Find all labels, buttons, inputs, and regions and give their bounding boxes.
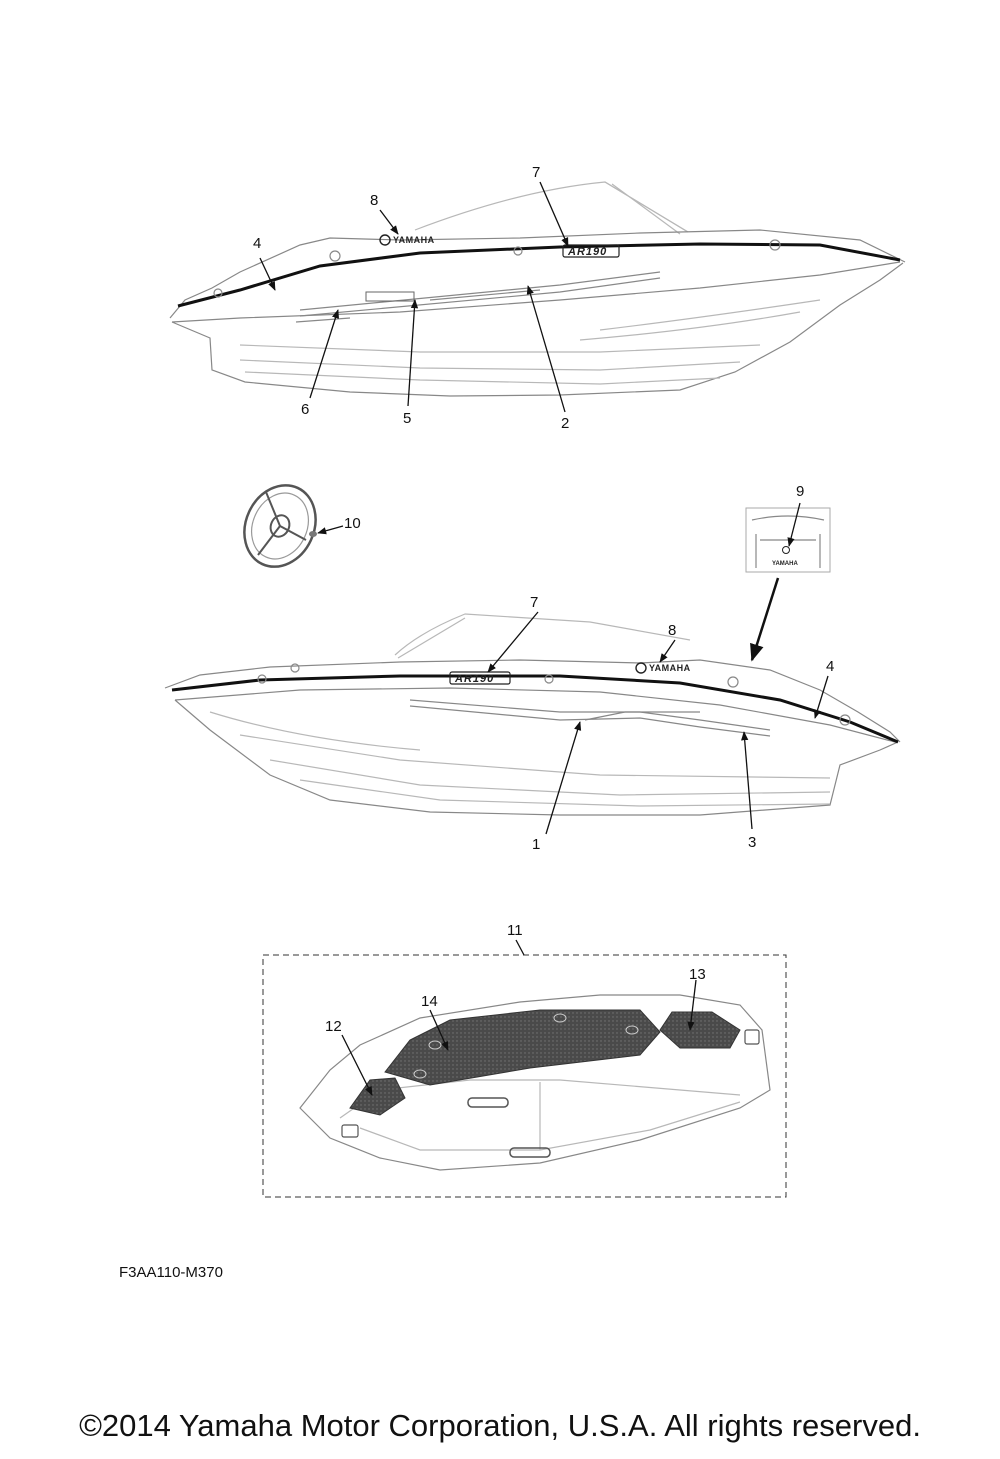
yamaha-decal-text-top: YAMAHA bbox=[393, 235, 435, 245]
callout-7-top: 7 bbox=[532, 164, 540, 181]
callout-12: 12 bbox=[325, 1018, 342, 1035]
inset-detail: YAMAHA bbox=[745, 507, 831, 573]
callout-5: 5 bbox=[403, 410, 411, 427]
steering-wheel bbox=[243, 484, 317, 568]
boat-bottom-view: AR190 YAMAHA bbox=[164, 613, 901, 816]
callout-10: 10 bbox=[344, 515, 361, 532]
mat-kit-boundary bbox=[262, 954, 787, 1198]
callout-8-top: 8 bbox=[370, 192, 378, 209]
callout-9: 9 bbox=[796, 483, 804, 500]
bottom-leaders bbox=[487, 611, 829, 835]
callout-13: 13 bbox=[689, 966, 706, 983]
callout-3: 3 bbox=[748, 834, 756, 851]
copyright-notice: ©2014 Yamaha Motor Corporation, U.S.A. A… bbox=[79, 1408, 921, 1443]
yamaha-decal-text-bottom: YAMAHA bbox=[649, 663, 691, 673]
callout-8-bottom: 8 bbox=[668, 622, 676, 639]
swim-platform bbox=[299, 994, 771, 1171]
top-leaders bbox=[259, 181, 569, 413]
callout-11: 11 bbox=[507, 922, 523, 939]
callout-6: 6 bbox=[301, 401, 309, 418]
callout-7-bottom: 7 bbox=[530, 594, 538, 611]
callout-2: 2 bbox=[561, 415, 569, 432]
callout-4-bottom: 4 bbox=[826, 658, 834, 675]
boat-top-view: YAMAHA AR190 bbox=[169, 181, 906, 397]
model-decal-text-top: AR190 bbox=[567, 246, 607, 258]
figure-code: F3AA110-M370 bbox=[119, 1264, 223, 1281]
callout-14: 14 bbox=[421, 993, 438, 1010]
inset-logo-text: YAMAHA bbox=[772, 561, 798, 567]
callout-1: 1 bbox=[532, 836, 540, 853]
callout-4-top: 4 bbox=[253, 235, 261, 252]
model-decal-text-bottom: AR190 bbox=[454, 673, 494, 685]
